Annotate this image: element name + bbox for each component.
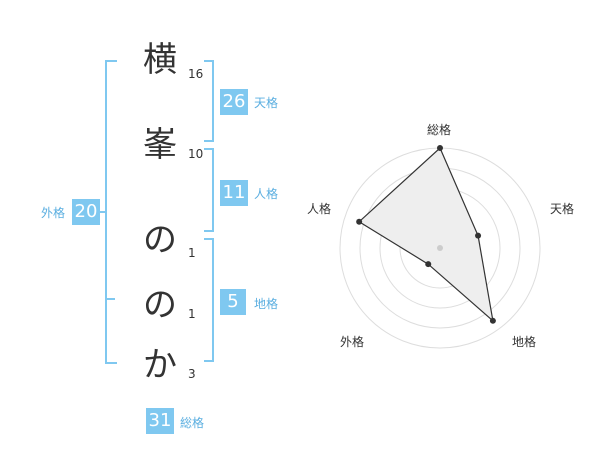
radar-label-soukaku: 総格: [427, 123, 452, 137]
jinkaku-bracket: [204, 148, 214, 232]
stroke-count-2: 10: [188, 147, 204, 161]
chikaku-label: 地格: [254, 297, 279, 311]
gaikaku-bracket-tick: [105, 298, 115, 300]
gaikaku-connector: [99, 211, 105, 213]
stroke-count-4: 1: [188, 307, 196, 321]
name-char-4: の: [143, 285, 177, 325]
chikaku-bracket: [204, 238, 214, 362]
chikaku-value-badge: 5: [220, 289, 246, 315]
soukaku-value-badge: 31: [146, 408, 174, 434]
name-char-3: の: [143, 220, 177, 260]
radar-point-4: [425, 261, 432, 268]
name-char-5: か: [143, 345, 177, 385]
radar-label-gaikaku: 外格: [340, 335, 365, 349]
radar-point-5: [356, 218, 363, 225]
jinkaku-label: 人格: [254, 187, 279, 201]
radar-point-2: [475, 232, 482, 239]
tenkaku-label: 天格: [254, 96, 279, 110]
radar-label-jinkaku: 人格: [307, 202, 332, 216]
tenkaku-bracket: [204, 60, 214, 142]
gaikaku-value-badge: 20: [72, 199, 100, 225]
soukaku-label: 総格: [180, 416, 205, 430]
radar-svg: [339, 145, 541, 349]
stroke-count-5: 3: [188, 367, 196, 381]
radar-label-tenkaku: 天格: [550, 202, 575, 216]
jinkaku-value-badge: 11: [220, 180, 248, 206]
gaikaku-label: 外格: [41, 206, 66, 220]
stroke-count-3: 1: [188, 246, 196, 260]
radar-point-1: [437, 145, 443, 151]
name-char-2: 峯: [143, 125, 177, 165]
radar-point-3: [489, 317, 496, 324]
radar-value-polygon: [358, 146, 494, 323]
name-char-1: 横: [143, 40, 177, 80]
stroke-count-1: 16: [188, 67, 204, 81]
radar-center-dot: [437, 245, 443, 251]
gaikaku-bracket: [105, 60, 117, 364]
radar-label-chikaku: 地格: [512, 335, 537, 349]
radar-chart: [320, 110, 580, 370]
tenkaku-value-badge: 26: [220, 89, 248, 115]
